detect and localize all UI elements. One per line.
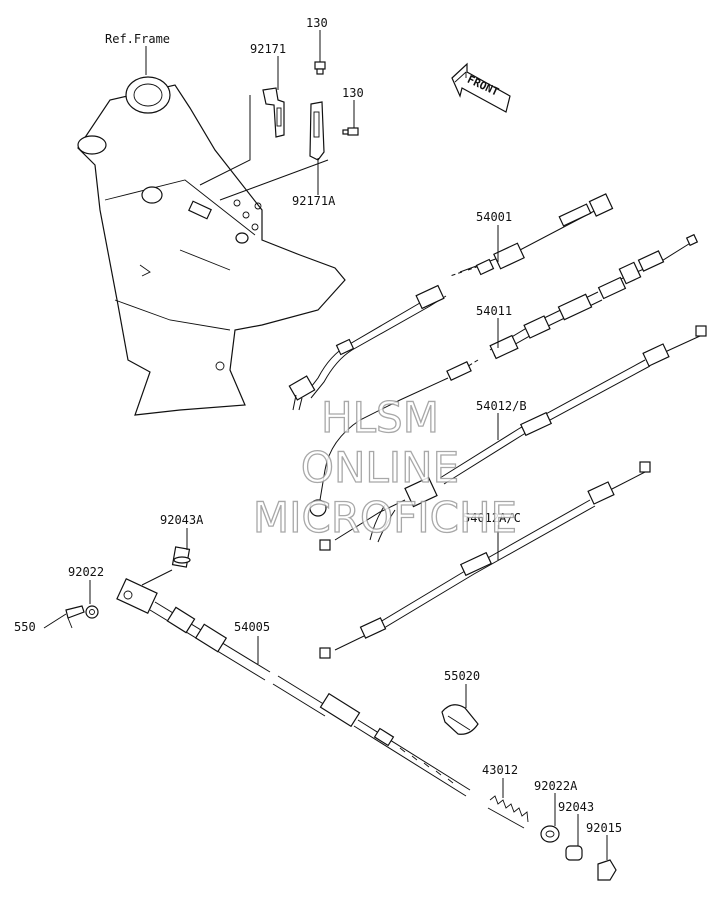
- label-92171A: 92171A: [292, 194, 336, 208]
- label-43012: 43012: [482, 763, 518, 777]
- part-92015-nut: [597, 859, 617, 881]
- watermark: HLSM ONLINE MICROFICHE: [252, 392, 517, 542]
- part-92022A-washer: [540, 825, 560, 843]
- watermark-line-3: MICROFICHE: [253, 493, 517, 542]
- label-54012AC: 54012A/C: [463, 511, 521, 525]
- cable-54012B: [319, 325, 707, 551]
- cable-54011: [309, 233, 699, 517]
- leader-lines: [43, 30, 608, 860]
- bolt-130-top: [314, 61, 326, 75]
- label-92015: 92015: [586, 821, 622, 835]
- label-92022: 92022: [68, 565, 104, 579]
- watermark-line-1: HLSM: [321, 393, 439, 442]
- label-130-mid: 130: [342, 86, 364, 100]
- cable-54001: [288, 193, 614, 411]
- part-92043-pin: [565, 845, 583, 861]
- label-55020: 55020: [444, 669, 480, 683]
- brake-clevis: [65, 546, 191, 629]
- label-54001: 54001: [476, 210, 512, 224]
- watermark-line-2: ONLINE: [301, 443, 459, 492]
- label-ref-frame: Ref.Frame: [105, 32, 170, 46]
- cable-54005: [149, 601, 471, 797]
- label-550: 550: [14, 620, 36, 634]
- label-92171: 92171: [250, 42, 286, 56]
- part-43012-spring: [487, 795, 529, 829]
- bracket-92171A: [309, 101, 325, 161]
- label-54012B: 54012/B: [476, 399, 527, 413]
- label-130-top: 130: [306, 16, 328, 30]
- label-92043A: 92043A: [160, 513, 204, 527]
- bracket-92171: [262, 87, 285, 138]
- front-arrow: [451, 62, 511, 113]
- cable-54012AC: [319, 461, 651, 659]
- bolt-130-mid: [342, 127, 359, 136]
- label-92043: 92043: [558, 800, 594, 814]
- frame-drawing: [77, 76, 346, 416]
- label-92022A: 92022A: [534, 779, 578, 793]
- part-55020: [441, 704, 479, 735]
- label-54005: 54005: [234, 620, 270, 634]
- label-54011: 54011: [476, 304, 512, 318]
